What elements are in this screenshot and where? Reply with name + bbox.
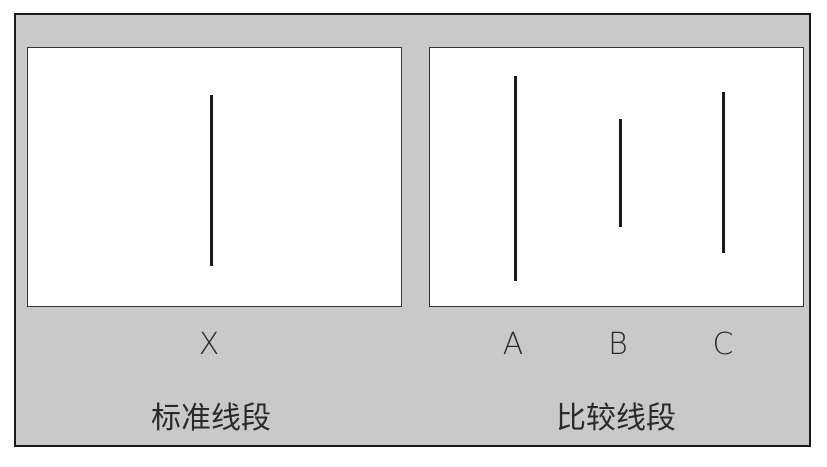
label-b: B [608,327,628,362]
comparison-panel [429,47,804,307]
standard-caption: 标准线段 [151,401,271,436]
line-a [514,76,517,281]
label-x: X [198,327,220,362]
line-x [210,95,213,266]
comparison-caption: 比较线段 [556,401,676,436]
line-c [722,92,725,253]
label-a: A [502,327,524,362]
standard-panel [27,47,402,307]
label-c: C [712,327,734,362]
figure-frame: X A B C 标准线段 比较线段 [14,13,811,447]
line-b [619,119,622,227]
